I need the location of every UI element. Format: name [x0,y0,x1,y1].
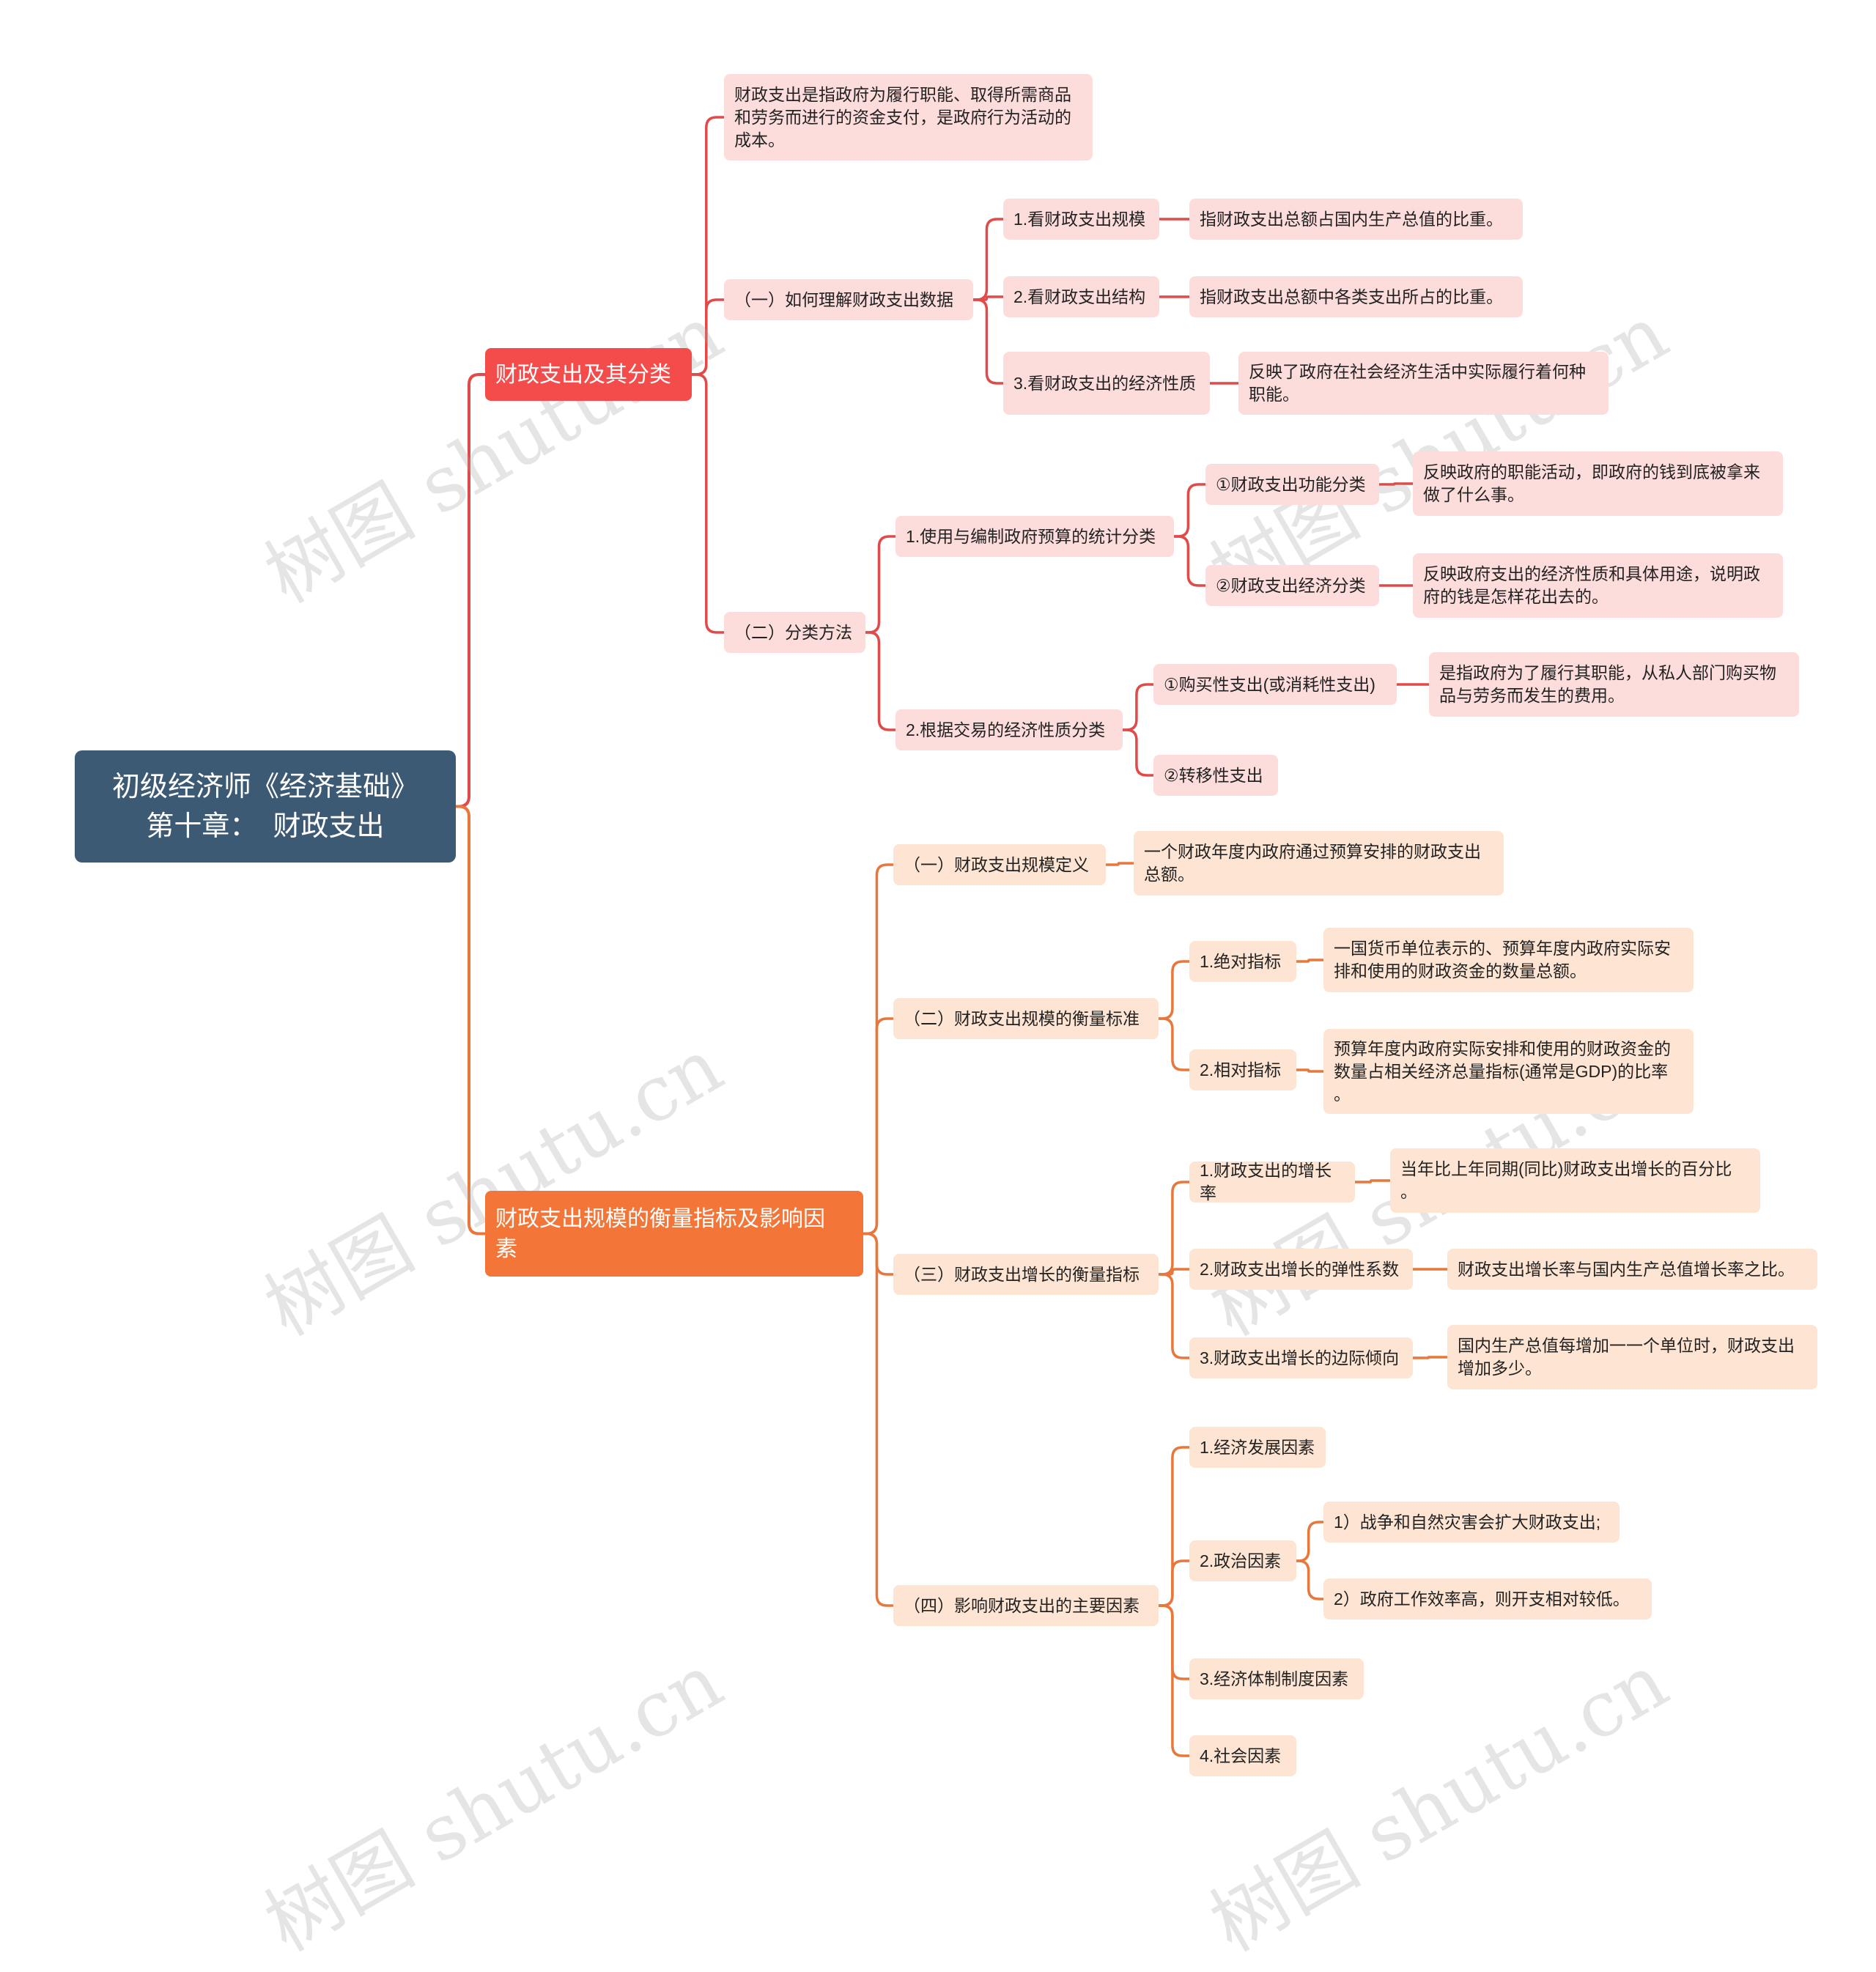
connector-line [972,295,1005,301]
connector-lines [454,116,1449,1757]
leaf-node[interactable]: 财政支出增长率与国内生产总值增长率之比。 [1447,1249,1817,1290]
topic-node[interactable]: 2.根据交易的经济性质分类 [895,709,1123,750]
connector-line [862,1232,895,1607]
connector-line [1157,1017,1191,1071]
topic-node[interactable]: 1.使用与编制政府预算的统计分类 [895,516,1174,557]
connector-line [454,805,487,1236]
connector-line [1172,483,1207,538]
leaf-node[interactable]: 反映政府的职能活动，即政府的钱到底被拿来 做了什么事。 [1413,451,1783,516]
connector-line [864,631,897,731]
connector-line [1157,1268,1191,1276]
topic-node[interactable]: （一）财政支出规模定义 [893,844,1106,885]
connector-line [1157,1181,1191,1276]
topic-node[interactable]: 3.财政支出增长的边际倾向 [1189,1337,1413,1378]
leaf-node[interactable]: 一个财政年度内政府通过预算安排的财政支出 总额。 [1134,831,1504,895]
connector-line [1172,535,1207,587]
leaf-node[interactable]: 1）战争和自然灾害会扩大财政支出; [1323,1502,1620,1543]
connector-line [972,218,1005,301]
leaf-node[interactable]: 国内生产总值每增加一一个单位时，财政支出 增加多少。 [1447,1325,1817,1389]
connector-line [1104,862,1135,866]
connector-line [690,116,725,376]
leaf-node[interactable]: ②转移性支出 [1153,755,1278,796]
topic-node[interactable]: 1.看财政支出规模 [1003,199,1159,240]
topic-node[interactable]: ①财政支出功能分类 [1205,464,1379,505]
branch-node[interactable]: 财政支出规模的衡量指标及影响因 素 [485,1191,863,1277]
connector-line [1157,960,1191,1020]
connector-line [1157,1273,1191,1359]
leaf-node[interactable]: 指财政支出总额中各类支出所占的比重。 [1189,276,1523,317]
connector-line [690,373,725,634]
connector-line [1121,728,1155,777]
connector-line [690,298,725,376]
connector-line [454,373,487,808]
leaf-node[interactable]: 是指政府为了履行其职能，从私人部门购买物 品与劳务而发生的费用。 [1429,652,1799,717]
connector-line [1157,1604,1191,1757]
leaf-node[interactable]: 财政支出是指政府为履行职能、取得所需商品 和劳务而进行的资金支付，是政府行为活动… [724,74,1093,160]
leaf-node[interactable]: 预算年度内政府实际安排和使用的财政资金的 数量占相关经济总量指标(通常是GDP)… [1323,1029,1694,1114]
leaf-node[interactable]: 反映了政府在社会经济生活中实际履行着何种 职能。 [1238,352,1609,415]
connector-line [1295,1559,1325,1600]
leaf-node[interactable]: 指财政支出总额占国内生产总值的比重。 [1189,199,1523,240]
leaf-node[interactable]: 反映政府支出的经济性质和具体用途，说明政 府的钱是怎样花出去的。 [1413,553,1783,618]
topic-node[interactable]: （二）分类方法 [724,612,865,653]
topic-node[interactable]: 1.财政支出的增长率 [1189,1161,1355,1203]
topic-node[interactable]: （一）如何理解财政支出数据 [724,279,973,320]
connector-line [1157,1604,1191,1680]
connector-line [864,535,897,634]
topic-node[interactable]: 2.看财政支出结构 [1003,276,1159,317]
topic-node[interactable]: （四）影响财政支出的主要因素 [893,1585,1159,1626]
topic-node[interactable]: ①购买性支出(或消耗性支出) [1153,664,1397,705]
root-node[interactable]: 初级经济师《经济基础》 第十章： 财政支出 [75,750,456,863]
connector-line [1295,1521,1325,1562]
topic-node[interactable]: ②财政支出经济分类 [1205,565,1379,606]
topic-node[interactable]: （二）财政支出规模的衡量标准 [893,998,1159,1039]
connector-line [1157,1446,1191,1607]
connector-line [1157,1559,1191,1607]
topic-node[interactable]: （三）财政支出增长的衡量指标 [893,1254,1159,1295]
leaf-node[interactable]: 3.经济体制制度因素 [1189,1658,1364,1699]
connector-line [862,1232,895,1276]
topic-node[interactable]: 2.财政支出增长的弹性系数 [1189,1249,1413,1290]
leaf-node[interactable]: 1.经济发展因素 [1189,1427,1326,1468]
connector-line [972,298,1005,385]
connector-line [1411,1356,1449,1359]
connector-line [1295,959,1325,963]
connector-line [862,863,895,1236]
topic-node[interactable]: 3.看财政支出的经济性质 [1003,352,1210,415]
branch-node[interactable]: 财政支出及其分类 [485,348,692,401]
connector-line [1121,683,1155,731]
connector-line [1354,1179,1392,1183]
leaf-node[interactable]: 一国货币单位表示的、预算年度内政府实际安 排和使用的财政资金的数量总额。 [1323,928,1694,992]
connector-line [862,1017,895,1236]
topic-node[interactable]: 1.绝对指标 [1189,941,1296,982]
topic-node[interactable]: 2.相对指标 [1189,1049,1296,1090]
leaf-node[interactable]: 4.社会因素 [1189,1735,1296,1776]
topic-node[interactable]: 2.政治因素 [1189,1540,1296,1581]
leaf-node[interactable]: 2）政府工作效率高，则开支相对较低。 [1323,1578,1652,1620]
connector-line [1295,1068,1325,1073]
leaf-node[interactable]: 当年比上年同期(同比)财政支出增长的百分比 。 [1390,1148,1760,1213]
